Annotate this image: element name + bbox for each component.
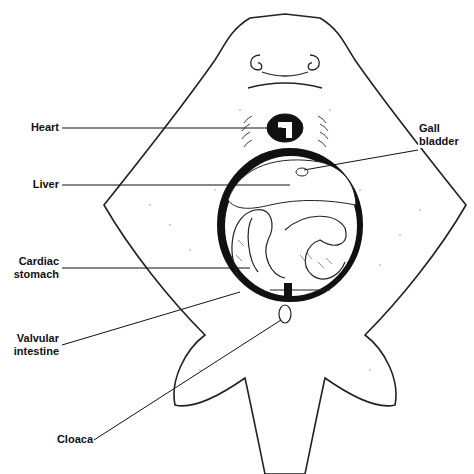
part-label: Gall bladder <box>418 122 472 148</box>
part-label: Liver <box>2 178 60 191</box>
head-features <box>248 55 322 88</box>
cavity-interior <box>225 156 357 296</box>
body-outline <box>104 14 466 474</box>
part-label: Cloaca <box>40 433 94 446</box>
intestine <box>270 216 346 290</box>
liver <box>228 160 356 208</box>
part-label: Cardiac stomach <box>2 255 60 281</box>
leader-lines <box>62 128 418 440</box>
part-label: Valvular intestine <box>2 332 60 358</box>
body-cavity <box>218 149 362 301</box>
stipple <box>149 109 421 371</box>
part-label: Heart <box>2 121 60 134</box>
stomach <box>232 210 285 280</box>
heart <box>278 122 292 138</box>
rectum <box>284 283 292 297</box>
spiral-valve-hatching <box>236 240 332 268</box>
